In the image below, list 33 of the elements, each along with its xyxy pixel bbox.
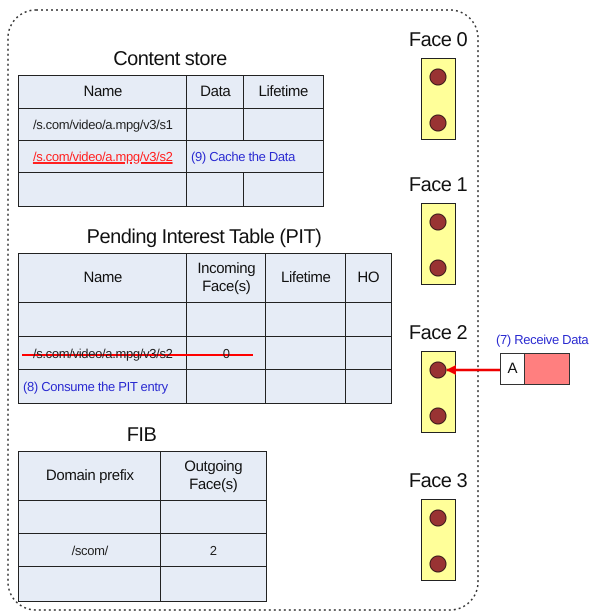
port-circle <box>429 259 447 277</box>
header-cell: Data <box>186 75 244 110</box>
port-circle <box>429 555 447 573</box>
header-cell: Incoming Face(s) <box>186 253 266 304</box>
data-packet <box>500 353 570 385</box>
header-cell: HO <box>345 253 392 304</box>
table-cell: /s.com/video/a.mpg/v3/s1 <box>18 108 188 142</box>
port-circle <box>429 509 447 527</box>
table-cell: (9) Cache the Data <box>186 140 324 174</box>
table-cell: /s.com/video/a.mpg/v3/s2 <box>18 140 188 174</box>
table-cell: (8) Consume the PIT entry <box>18 369 188 404</box>
table-title: FIB <box>126 425 158 445</box>
port-circle <box>429 213 447 231</box>
face-label: Face 2 <box>408 323 468 343</box>
port-circle <box>429 407 447 425</box>
header-cell: Name <box>18 75 188 110</box>
header-cell: Lifetime <box>265 253 346 304</box>
header-cell: Lifetime <box>243 75 324 110</box>
table-title: Pending Interest Table (PIT) <box>86 227 322 247</box>
face-label: Face 3 <box>408 471 468 491</box>
arrow <box>446 365 500 375</box>
table-cell: /scom/ <box>18 533 162 568</box>
port-circle <box>429 68 447 86</box>
port-circle <box>429 361 447 379</box>
table-title: Content store <box>112 49 228 69</box>
port-circle <box>429 114 447 132</box>
face-label: Face 1 <box>408 175 468 195</box>
step-annotation: (7) Receive Data <box>496 333 588 346</box>
table-cell: 2 <box>160 533 266 568</box>
face-label: Face 0 <box>408 30 468 50</box>
header-cell: Name <box>18 253 188 304</box>
header-cell: Domain prefix <box>18 451 162 502</box>
header-cell: Outgoing Face(s) <box>160 451 266 502</box>
